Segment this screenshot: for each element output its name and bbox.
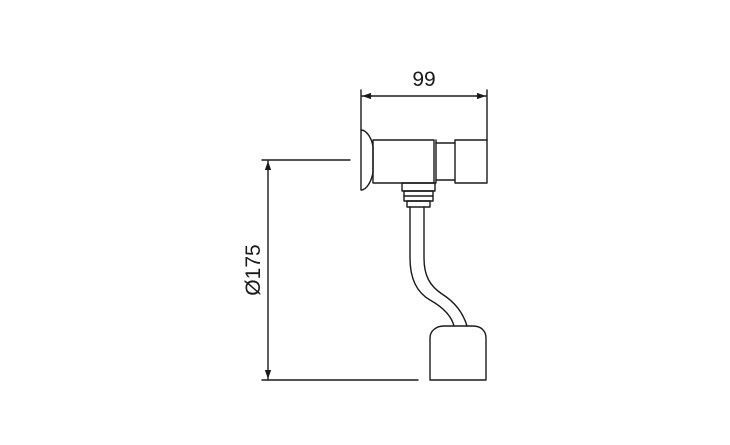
valve-body bbox=[372, 139, 435, 184]
flush-pipe bbox=[409, 206, 455, 327]
width-dimension-label: 99 bbox=[412, 68, 435, 91]
width-dimension bbox=[360, 89, 488, 141]
height-dimension bbox=[261, 159, 419, 381]
flush-pipe-inner bbox=[423, 206, 468, 327]
pipe-adapter bbox=[429, 325, 487, 381]
outlet-nut bbox=[401, 182, 436, 208]
height-dimension-label: Ø175 bbox=[242, 244, 265, 295]
push-button bbox=[454, 139, 488, 184]
wall-flange bbox=[360, 129, 374, 191]
